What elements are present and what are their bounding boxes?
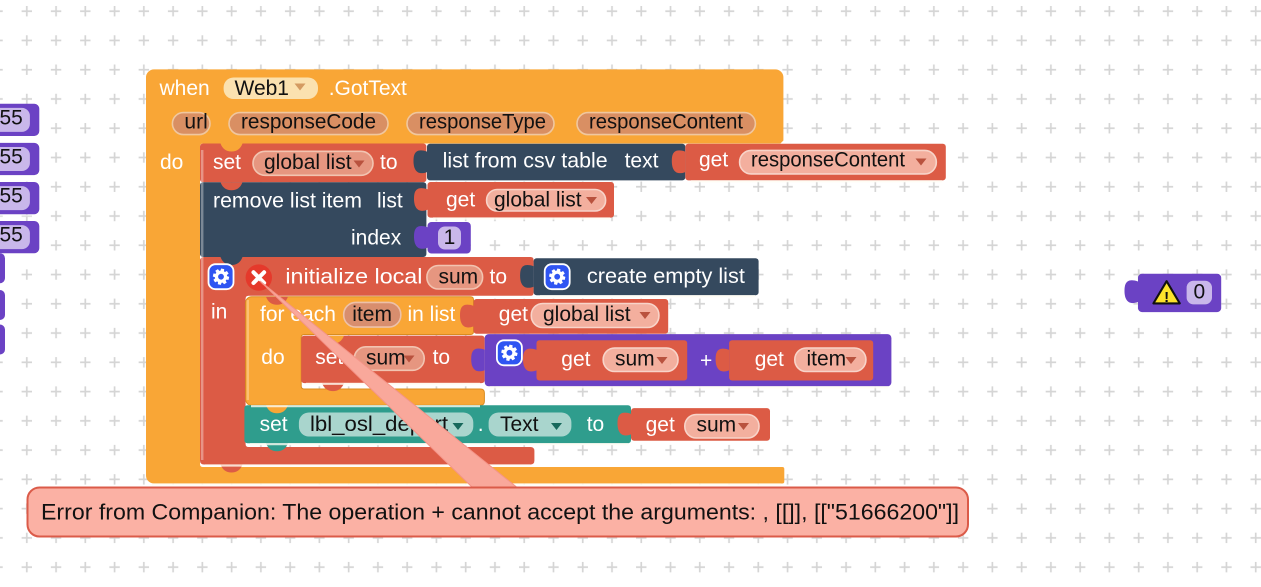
- svg-text:55: 55: [0, 146, 23, 169]
- svg-text:set: set: [260, 413, 288, 436]
- svg-text:item: item: [807, 348, 847, 371]
- svg-text:Text: Text: [500, 413, 539, 436]
- svg-text:remove list item: remove list item: [213, 190, 362, 213]
- svg-text:55: 55: [0, 224, 23, 247]
- svg-text:in: in: [211, 301, 227, 324]
- svg-text:.: .: [478, 413, 484, 436]
- svg-text:global list: global list: [494, 189, 582, 212]
- svg-text:responseContent: responseContent: [589, 111, 743, 134]
- svg-text:to: to: [380, 151, 398, 174]
- svg-text:global list: global list: [264, 151, 352, 174]
- svg-text:responseCode: responseCode: [241, 111, 376, 134]
- svg-text:in list: in list: [408, 303, 456, 326]
- svg-text:url: url: [184, 111, 207, 134]
- svg-text:do: do: [160, 151, 183, 174]
- svg-text:list: list: [377, 190, 403, 213]
- svg-text:get: get: [561, 348, 590, 371]
- svg-text:55: 55: [0, 107, 23, 130]
- svg-text:initialize local: initialize local: [285, 266, 422, 289]
- svg-text:get: get: [446, 189, 475, 212]
- svg-text:index: index: [351, 227, 402, 250]
- svg-text:get: get: [646, 414, 675, 437]
- svg-text:set: set: [213, 151, 241, 174]
- svg-text:+: +: [700, 350, 712, 373]
- svg-text:global list: global list: [543, 303, 631, 326]
- svg-text:list from csv table: list from csv table: [443, 150, 608, 173]
- svg-text:text: text: [625, 150, 659, 173]
- svg-text:sum: sum: [366, 347, 406, 370]
- svg-text:item: item: [352, 303, 392, 326]
- svg-text:to: to: [433, 346, 451, 369]
- svg-text:sum: sum: [697, 414, 737, 437]
- svg-text:55: 55: [0, 185, 23, 208]
- svg-text:0: 0: [1193, 281, 1205, 304]
- svg-text:.GotText: .GotText: [329, 77, 407, 100]
- svg-text:get: get: [699, 149, 728, 172]
- svg-text:sum: sum: [615, 348, 655, 371]
- svg-text:!: !: [1164, 289, 1169, 306]
- svg-text:Error from Companion: The oper: Error from Companion: The operation + ca…: [41, 500, 959, 525]
- svg-text:1: 1: [444, 226, 456, 249]
- svg-text:when: when: [159, 77, 210, 100]
- svg-text:do: do: [261, 346, 284, 369]
- svg-text:sum: sum: [439, 266, 479, 289]
- svg-text:responseContent: responseContent: [751, 149, 905, 172]
- svg-text:to: to: [587, 413, 605, 436]
- svg-text:get: get: [499, 303, 528, 326]
- svg-text:to: to: [490, 266, 508, 289]
- svg-text:Web1: Web1: [235, 77, 289, 100]
- svg-text:create empty list: create empty list: [587, 265, 745, 288]
- svg-text:responseType: responseType: [419, 111, 546, 134]
- svg-text:get: get: [755, 348, 784, 371]
